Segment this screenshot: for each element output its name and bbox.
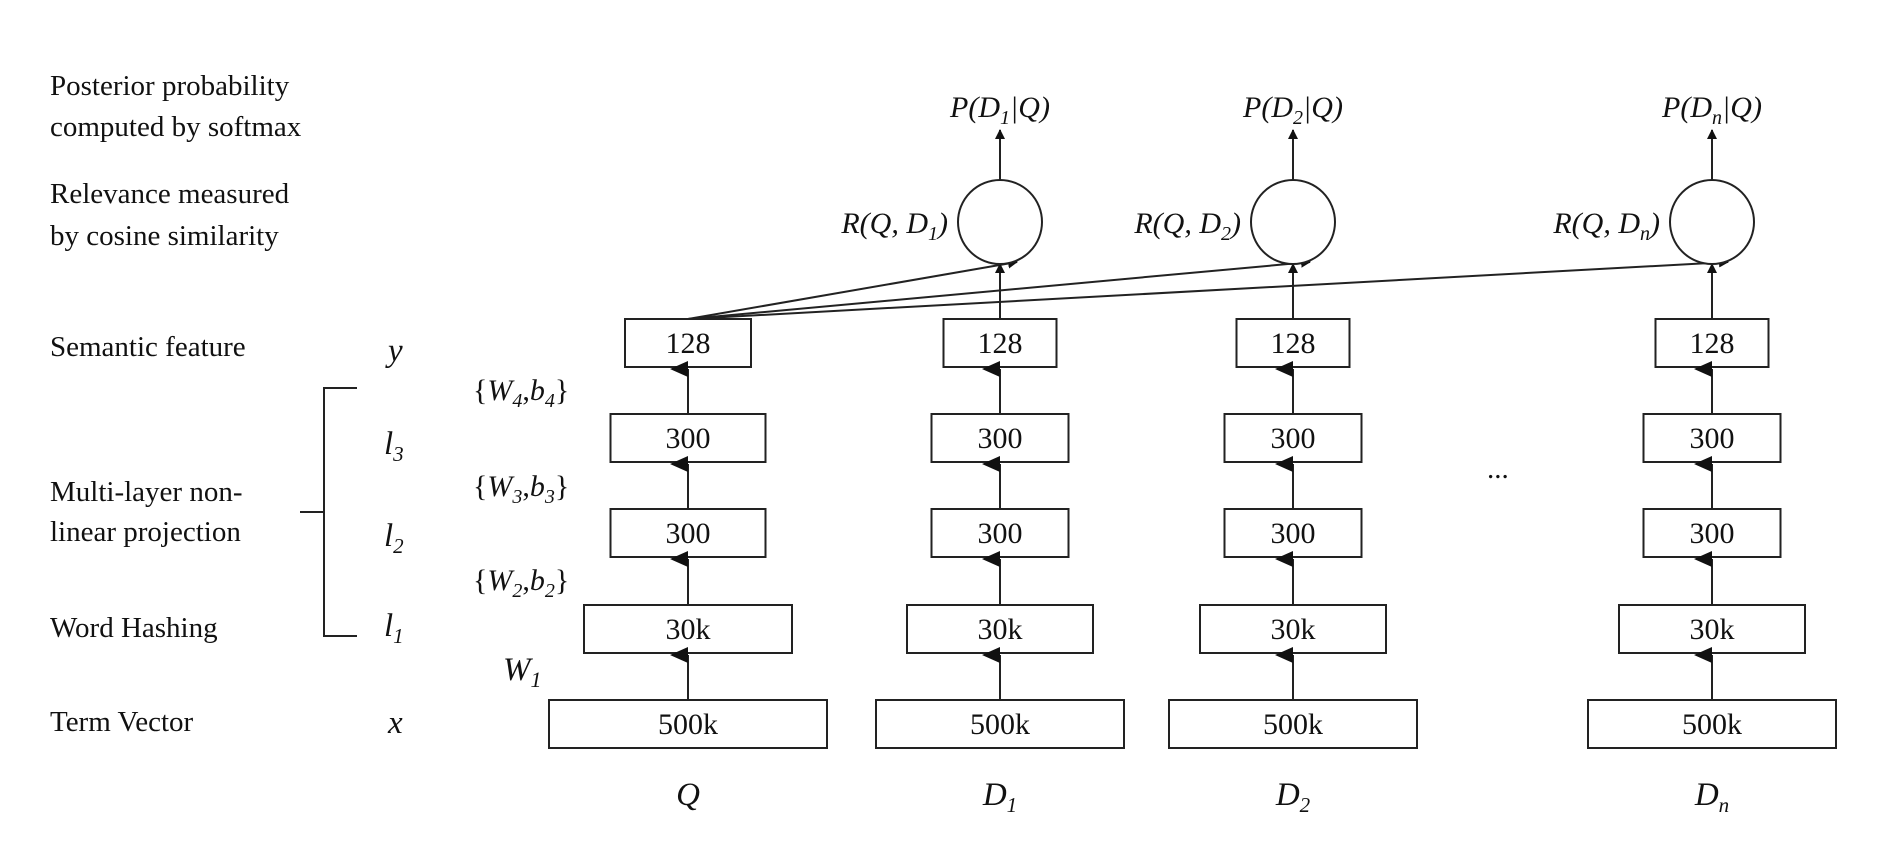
d1-hashing-box [906, 604, 1094, 654]
relevance-label-line2: by cosine similarity [50, 220, 279, 252]
d1-hashing-size: 30k [978, 613, 1023, 646]
dn-l2-size: 300 [1690, 517, 1735, 550]
q-l2-box [609, 508, 767, 558]
q-semantic-size: 128 [666, 327, 711, 360]
var-l3: l3 [384, 426, 404, 466]
d1-semantic-box [942, 318, 1058, 368]
d1-relevance-label: R(Q, D1) [840, 207, 948, 245]
d1-posterior-label: P(D1|Q) [949, 91, 1050, 129]
q-term-box [548, 699, 828, 749]
semantic-feature-label: Semantic feature [50, 331, 246, 363]
term-vector-label: Term Vector [50, 706, 194, 738]
d2-term-box [1168, 699, 1418, 749]
variable-labels: y l3 l2 l1 x [384, 333, 404, 741]
var-l2: l2 [384, 518, 404, 558]
dn-term-size: 500k [1682, 708, 1742, 741]
d2-l3-size: 300 [1271, 422, 1316, 455]
dn-hashing-size: 30k [1690, 613, 1735, 646]
weights-w4-b4: {W4,b4} [473, 374, 569, 412]
weights-w2-b2: {W2,b2} [473, 564, 569, 602]
relevance-label-line1: Relevance measured [50, 178, 290, 210]
q-to-dn-connection [687, 257, 1729, 320]
d2-l2-size: 300 [1271, 517, 1316, 550]
d1-cosine-node [957, 179, 1043, 265]
multilayer-label-line2: linear projection [50, 516, 241, 548]
q-l3-box [609, 413, 767, 463]
dn-hashing-box [1618, 604, 1806, 654]
d1-l2-box [930, 508, 1070, 558]
d1-l3-box [930, 413, 1070, 463]
d1-term-box [875, 699, 1125, 749]
d1-column-label: D1 [982, 777, 1017, 817]
d2-hashing-size: 30k [1271, 613, 1316, 646]
weight-labels: {W4,b4} {W3,b3} {W2,b2} W1 [473, 374, 569, 692]
d2-l3-box [1223, 413, 1363, 463]
var-x: x [387, 705, 403, 741]
q-l2-size: 300 [666, 517, 711, 550]
d2-term-size: 500k [1263, 708, 1323, 741]
posterior-label-line1: Posterior probability [50, 70, 290, 102]
d1-semantic-size: 128 [978, 327, 1023, 360]
d1-term-size: 500k [970, 708, 1030, 741]
q-hashing-size: 30k [666, 613, 711, 646]
q-column-label: Q [676, 777, 700, 813]
weights-w1: W1 [503, 652, 542, 692]
layer-bracket [300, 387, 357, 637]
row-labels: Posterior probability computed by softma… [50, 70, 302, 738]
d2-cosine-node [1250, 179, 1336, 265]
dn-l3-size: 300 [1690, 422, 1735, 455]
dn-relevance-label: R(Q, Dn) [1552, 207, 1660, 245]
weights-w3-b3: {W3,b3} [473, 470, 569, 508]
var-l1: l1 [384, 608, 404, 648]
dn-posterior-label: P(Dn|Q) [1661, 91, 1762, 129]
d2-l2-box [1223, 508, 1363, 558]
var-y: y [385, 333, 403, 369]
ellipsis: ... [1487, 453, 1509, 485]
posterior-label-line2: computed by softmax [50, 111, 302, 143]
dn-semantic-size: 128 [1690, 327, 1735, 360]
q-term-size: 500k [658, 708, 718, 741]
d2-semantic-size: 128 [1271, 327, 1316, 360]
d2-column-label: D2 [1275, 777, 1311, 817]
q-hashing-box [583, 604, 793, 654]
d2-hashing-box [1199, 604, 1387, 654]
q-to-relevance-connections [687, 257, 1729, 320]
dn-semantic-box [1654, 318, 1770, 368]
dn-column-label: Dn [1694, 777, 1729, 817]
dn-l3-box [1642, 413, 1782, 463]
d1-l2-size: 300 [978, 517, 1023, 550]
dn-l2-box [1642, 508, 1782, 558]
d1-l3-size: 300 [978, 422, 1023, 455]
dn-cosine-node [1669, 179, 1755, 265]
dn-term-box [1587, 699, 1837, 749]
d2-posterior-label: P(D2|Q) [1242, 91, 1343, 129]
d2-relevance-label: R(Q, D2) [1133, 207, 1241, 245]
q-to-d1-connection [687, 258, 1018, 320]
multilayer-label-line1: Multi-layer non- [50, 476, 242, 508]
q-semantic-box [624, 318, 752, 368]
q-l3-size: 300 [666, 422, 711, 455]
word-hashing-label: Word Hashing [50, 612, 218, 644]
